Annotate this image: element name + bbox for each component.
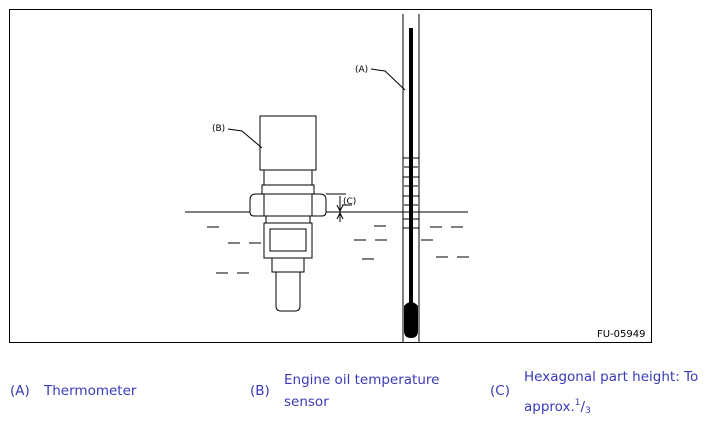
legend-key-c: (C) xyxy=(490,383,510,399)
legend-text-c-approx: approx. xyxy=(524,399,575,415)
figure-code: FU-05949 xyxy=(597,329,646,340)
legend-text-c-line1: Hexagonal part height: To xyxy=(524,369,699,385)
fraction-numerator: 1 xyxy=(574,398,581,408)
thermometer xyxy=(402,14,420,342)
leader-b xyxy=(227,128,263,149)
figure-frame xyxy=(9,9,652,343)
legend-text-b-line1: Engine oil temperature xyxy=(284,372,440,388)
legend-key-b: (B) xyxy=(250,383,270,399)
liquid-dashes xyxy=(207,225,469,274)
legend-text-c-line2: approx.1/3 xyxy=(524,398,591,416)
engine-oil-temperature-sensor xyxy=(249,115,327,312)
callout-a-label: (A) xyxy=(355,65,368,75)
fraction-denominator: 3 xyxy=(585,406,591,416)
thermometer-scale xyxy=(403,157,419,229)
callout-c-label: (C) xyxy=(343,197,356,207)
leader-lines xyxy=(227,68,406,149)
legend-text-b-line2: sensor xyxy=(284,394,329,410)
legend-text-a: Thermometer xyxy=(44,383,137,399)
legend-key-a: (A) xyxy=(10,383,30,399)
dimension-c-marker xyxy=(326,193,352,222)
diagram-figure: (A) (B) (C) FU-05949 xyxy=(9,9,652,343)
leader-a xyxy=(370,68,406,91)
callout-b-label: (B) xyxy=(212,124,225,134)
